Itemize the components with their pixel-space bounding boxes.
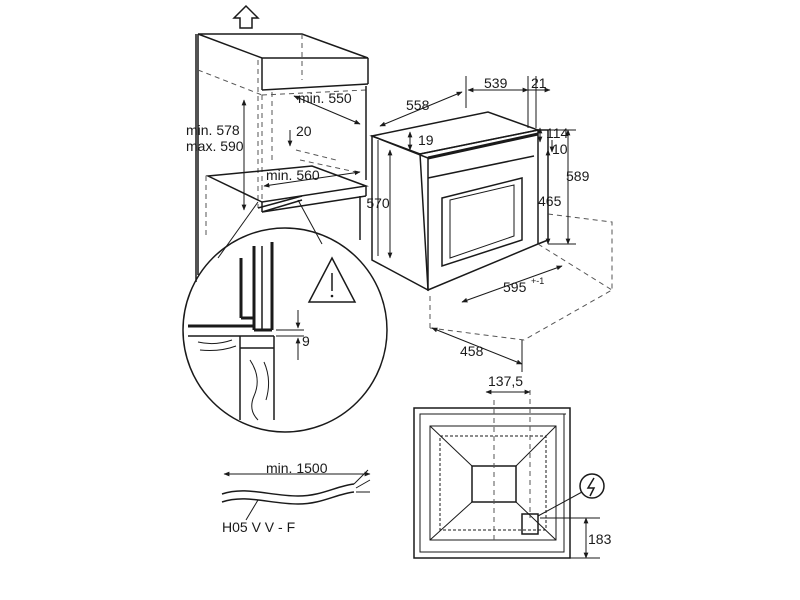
oven-dim-19: 19 bbox=[418, 132, 434, 148]
cable-type-label: H05 V V - F bbox=[222, 519, 295, 535]
niche-height-max-label: max. 590 bbox=[186, 138, 244, 154]
electrical-connection-icon bbox=[586, 477, 596, 497]
cable-length-label: min. 1500 bbox=[266, 460, 328, 476]
oven-dim-114: 114 bbox=[546, 125, 569, 141]
cabinet-niche bbox=[195, 4, 369, 282]
back-dim-137-5: 137,5 bbox=[488, 373, 523, 389]
niche-width-label: min. 560 bbox=[266, 167, 320, 183]
oven-dim-10: 10 bbox=[552, 141, 568, 157]
oven-dim-570: 570 bbox=[366, 195, 390, 211]
oven-back-view bbox=[413, 389, 605, 559]
oven-dim-558: 558 bbox=[406, 97, 430, 113]
oven-dim-595: 595 bbox=[503, 279, 527, 295]
oven-dim-539: 539 bbox=[484, 75, 508, 91]
oven-body bbox=[369, 76, 613, 372]
oven-dim-458: 458 bbox=[460, 343, 484, 359]
back-dim-183: 183 bbox=[588, 531, 612, 547]
oven-dim-595-tolerance: +-1 bbox=[531, 276, 544, 286]
niche-gap-label: 20 bbox=[296, 123, 312, 139]
oven-dim-21: 21 bbox=[531, 75, 547, 91]
niche-height-min-label: min. 578 bbox=[186, 122, 240, 138]
warning-triangle-icon bbox=[307, 256, 357, 303]
power-cable bbox=[221, 469, 371, 521]
oven-dim-465: 465 bbox=[538, 193, 562, 209]
detail-gap-label: 9 bbox=[302, 333, 310, 349]
detail-circle bbox=[182, 199, 388, 433]
niche-depth-label: min. 550 bbox=[298, 90, 352, 106]
oven-dim-589: 589 bbox=[566, 168, 590, 184]
ventilation-up-arrow-icon bbox=[232, 4, 260, 29]
